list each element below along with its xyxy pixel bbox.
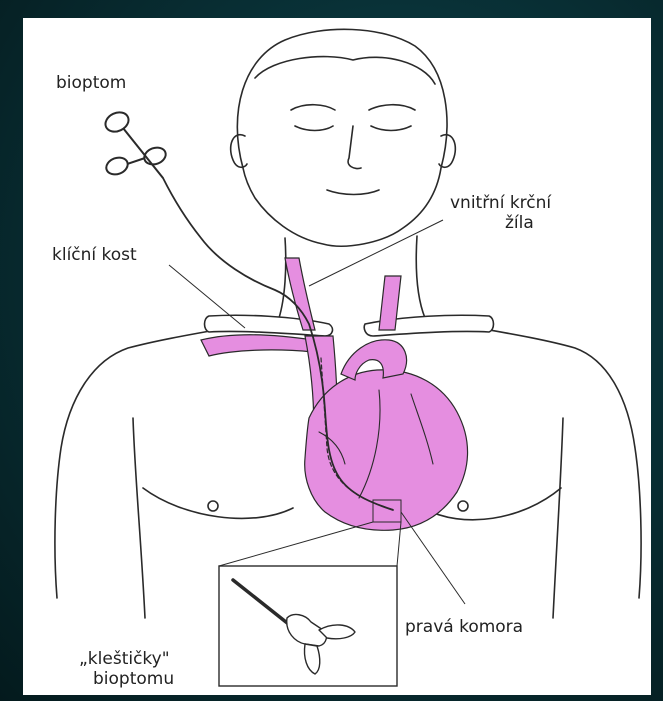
label-klesticky-line1: „kleštičky" [79, 649, 170, 669]
right-chest-side [553, 418, 563, 618]
left-eyebrow [291, 105, 335, 110]
right-eyebrow [369, 105, 415, 110]
right-eye [371, 126, 411, 131]
left-eye [295, 126, 333, 131]
nose [348, 126, 361, 169]
label-vnitrni-krcni-zila: vnitřní krční žíla [450, 194, 551, 233]
label-klesticky-bioptomu: „kleštičky" bioptomu [79, 650, 174, 689]
right-nipple [458, 501, 468, 511]
bioptome-ring-top [102, 109, 131, 135]
left-chest-side [133, 418, 145, 618]
head-outline [237, 29, 447, 246]
label-vnitrni-line1: vnitřní krční [450, 193, 551, 213]
detail-connector-left [219, 522, 373, 566]
leader-vnitrni-krcni [309, 220, 443, 286]
right-ear [439, 135, 455, 168]
hairline [255, 57, 435, 84]
left-nipple [208, 501, 218, 511]
leader-prava-komora [401, 512, 465, 604]
label-klicni-kost: klíční kost [52, 246, 137, 266]
label-bioptom: bioptom [56, 74, 126, 94]
label-vnitrni-line2: žíla [450, 214, 551, 234]
left-subclavian [201, 335, 313, 356]
label-prava-komora: pravá komora [405, 618, 523, 638]
mouth [327, 190, 379, 195]
neck-left [279, 238, 286, 318]
endomyocardial-biopsy-illustration [23, 18, 651, 695]
bioptome-ring-left [104, 155, 130, 178]
illustration-panel: bioptom klíční kost vnitřní krční žíla p… [23, 18, 651, 695]
left-shoulder [55, 318, 279, 598]
neck-right [416, 236, 425, 318]
label-klesticky-line2: bioptomu [79, 670, 174, 690]
bioptome-crossbar [127, 158, 145, 164]
